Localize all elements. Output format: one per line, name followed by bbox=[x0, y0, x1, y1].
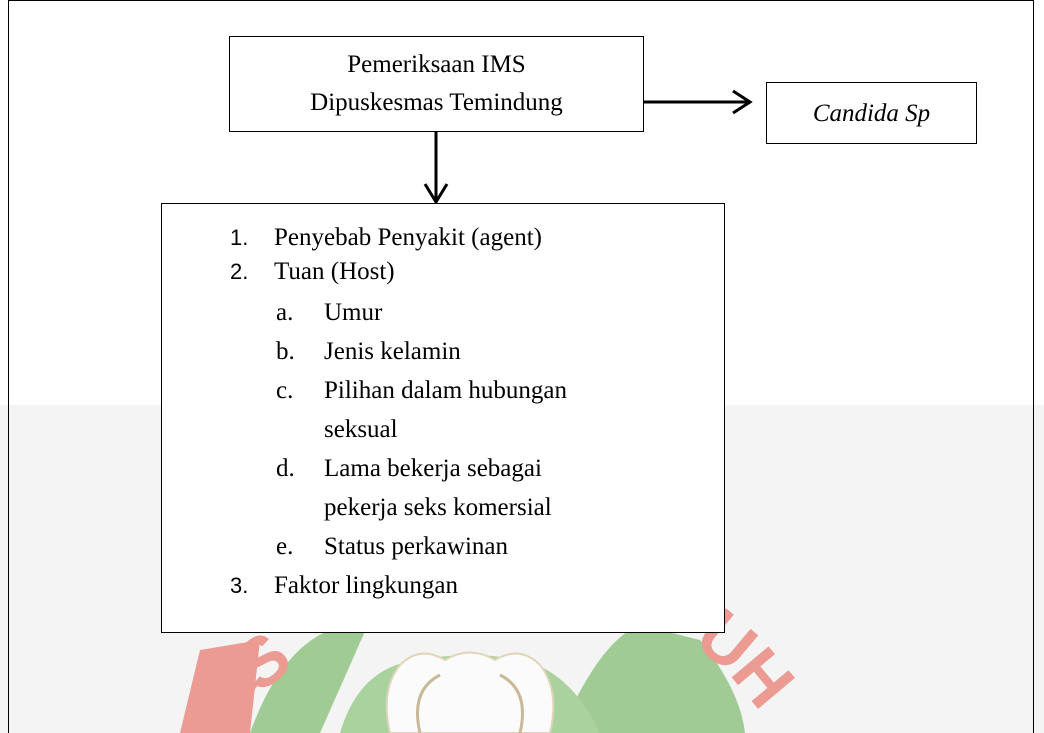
list-item-3: 3. Faktor lingkungan bbox=[230, 570, 458, 602]
sub-item-d-continued: pekerja seks komersial bbox=[324, 492, 552, 524]
sub-item-a: a. Umur bbox=[276, 297, 382, 329]
sub-letter: b. bbox=[276, 338, 295, 365]
list-number: 3. bbox=[230, 573, 249, 598]
sub-item-c-continued: seksual bbox=[324, 414, 398, 446]
sub-text: Umur bbox=[324, 299, 383, 326]
sub-text: Jenis kelamin bbox=[324, 338, 461, 365]
result-box: Candida Sp bbox=[766, 82, 977, 144]
list-number: 2. bbox=[230, 259, 249, 284]
list-item-2: 2. Tuan (Host) bbox=[230, 256, 395, 288]
sub-text: seksual bbox=[324, 416, 398, 443]
sub-item-c: c. Pilihan dalam hubungan bbox=[276, 375, 567, 407]
factors-box: 1. Penyebab Penyakit (agent) 2. Tuan (Ho… bbox=[161, 203, 725, 633]
list-number: 1. bbox=[230, 225, 249, 250]
arrow-down bbox=[423, 132, 449, 205]
sub-item-e: e. Status perkawinan bbox=[276, 531, 508, 563]
screening-line-1: Pemeriksaan IMS bbox=[347, 51, 526, 78]
sub-item-b: b. Jenis kelamin bbox=[276, 336, 461, 368]
screening-box: Pemeriksaan IMS Dipuskesmas Temindung bbox=[229, 36, 644, 132]
list-text: Tuan (Host) bbox=[274, 258, 395, 285]
result-label: Candida Sp bbox=[812, 100, 931, 127]
sub-text: pekerja seks komersial bbox=[324, 494, 552, 521]
sub-letter: d. bbox=[276, 455, 295, 482]
sub-text: Status perkawinan bbox=[324, 533, 508, 560]
sub-text: Pilihan dalam hubungan bbox=[324, 377, 568, 404]
list-item-1: 1. Penyebab Penyakit (agent) bbox=[230, 222, 542, 254]
list-text: Faktor lingkungan bbox=[274, 572, 459, 599]
sub-letter: a. bbox=[276, 299, 294, 326]
sub-item-d: d. Lama bekerja sebagai bbox=[276, 453, 542, 485]
arrow-right bbox=[644, 89, 753, 115]
sub-text: Lama bekerja sebagai bbox=[324, 455, 542, 482]
list-text: Penyebab Penyakit (agent) bbox=[274, 224, 542, 251]
sub-letter: e. bbox=[276, 533, 294, 560]
sub-letter: c. bbox=[276, 377, 294, 404]
screening-line-2: Dipuskesmas Temindung bbox=[310, 89, 563, 116]
page-frame bbox=[8, 0, 1034, 733]
